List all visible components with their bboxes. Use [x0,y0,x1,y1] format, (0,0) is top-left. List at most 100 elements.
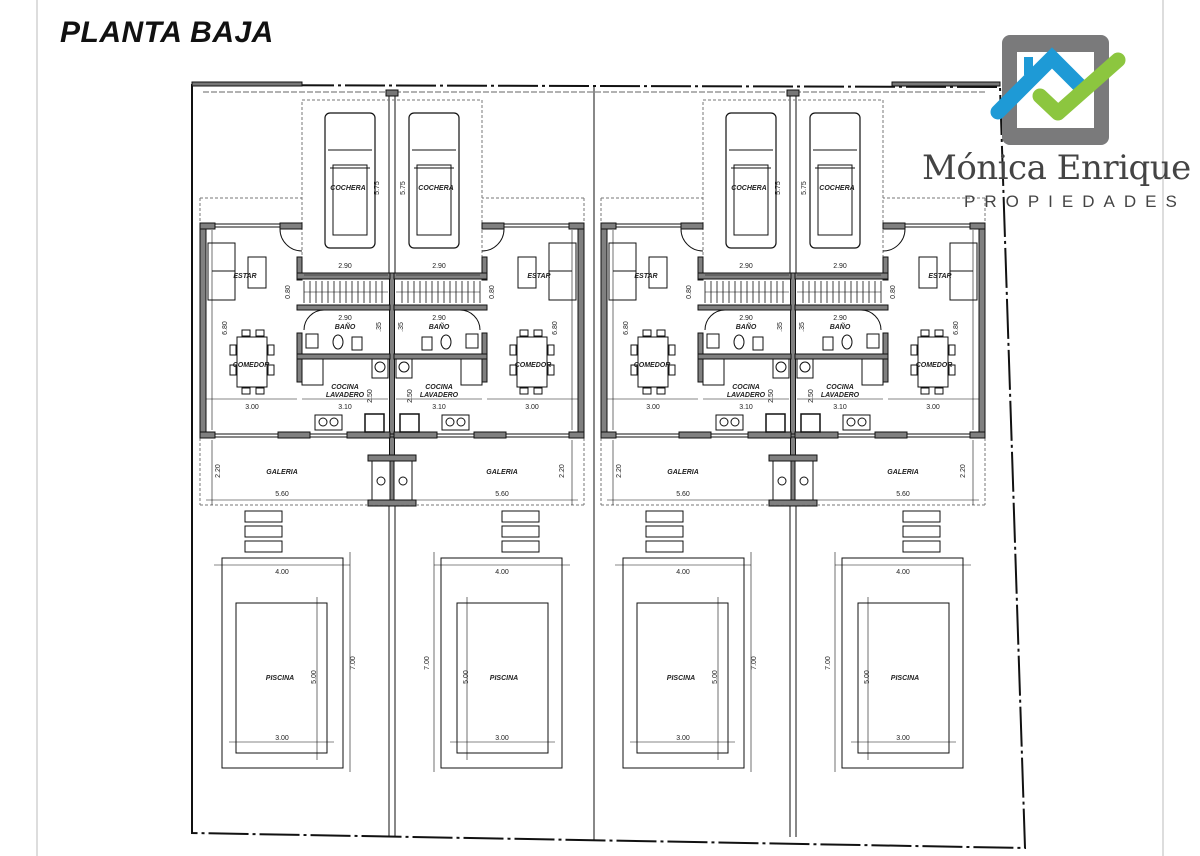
dim-bath-depth: .35 [376,322,383,332]
label-bath: BAÑO [429,322,450,331]
toilet [841,334,853,350]
dim-kitchen-depth: 2.50 [768,389,775,403]
dining-table [637,336,669,388]
chair [910,344,918,356]
interior-wall [882,256,889,281]
chair [547,364,555,376]
chair [948,364,956,376]
washbasin [465,333,479,349]
label-laundry: LAVADERO [420,392,459,399]
coffee-table [918,256,938,289]
dim-gallery-depth: 2.20 [559,464,566,478]
pool-step [244,540,283,553]
chair [241,387,251,395]
chair [630,364,638,376]
dim-pool-outer-width: 4.00 [275,569,289,576]
car-cabin [733,164,769,236]
dim-bath-width: 2.90 [833,315,847,322]
chair [910,364,918,376]
bidet [752,336,764,351]
pool-step [244,525,283,538]
grill-wall [768,499,818,507]
grill-circle [376,476,386,486]
laundry-drain [398,361,410,373]
toilet [440,334,452,350]
chair [934,387,944,395]
laundry-drain [775,361,787,373]
dim-pool-inner-width: 3.00 [676,735,690,742]
grill [371,460,391,501]
dim-pool-inner-length: 5.00 [311,670,318,684]
exterior-wall [199,222,207,439]
dim-bath-depth: .35 [398,322,405,332]
wall [969,431,986,439]
stair-wall [794,272,889,280]
wall-cap [786,89,800,97]
grill-circle [398,476,408,486]
interior-wall [697,256,704,281]
label-kitchen: COCINA [425,384,453,391]
wall [199,431,216,439]
grill-circle [799,476,809,486]
laundry-drain [799,361,811,373]
coffee-table [247,256,267,289]
dim-garage-width: 2.90 [432,263,446,270]
dining-table [236,336,268,388]
sink-bowl [846,417,856,427]
wall [747,431,792,439]
dim-garage-width: 2.90 [338,263,352,270]
pool-step [902,510,941,523]
wall [279,222,303,230]
chair [267,344,275,356]
dim-kitchen-width: 3.10 [833,404,847,411]
sink-bowl [329,417,339,427]
stair-wall [697,304,792,311]
label-pool: PISCINA [266,675,294,682]
chair [642,387,652,395]
pool [636,602,729,754]
coffee-table [517,256,537,289]
door-swing [860,309,882,331]
chair [255,387,265,395]
stove [765,413,786,433]
counter [702,358,725,386]
wall [277,431,311,439]
label-kitchen: COCINA [826,384,854,391]
bath-wall [794,353,889,360]
toilet [733,334,745,350]
pool-step [501,510,540,523]
pool-step [645,525,684,538]
dim-gallery-depth: 2.20 [215,464,222,478]
dim-dining-width: 3.00 [646,404,660,411]
exterior-wall [577,222,585,439]
garage-outline [702,99,884,276]
wall [568,222,585,230]
chair [934,329,944,337]
dim-dining-width: 3.00 [525,404,539,411]
chair [519,329,529,337]
dim-house-depth: 6.80 [552,321,559,335]
pool [235,602,328,754]
label-garage: COCHERA [731,185,766,192]
pool-step [501,525,540,538]
dim-pool-outer-length: 7.00 [751,656,758,670]
sink-bowl [445,417,455,427]
car-cabin [416,164,452,236]
dim-garage-depth: 5.75 [400,181,407,195]
chair [920,387,930,395]
label-gallery: GALERIA [887,469,919,476]
label-pool: PISCINA [891,675,919,682]
grill-wall [768,454,818,462]
chair [920,329,930,337]
door-swing [279,228,303,252]
chair [255,329,265,337]
label-kitchen: COCINA [331,384,359,391]
label-garage: COCHERA [819,185,854,192]
sink-bowl [318,417,328,427]
label-pool: PISCINA [667,675,695,682]
counter [301,358,324,386]
dining-table [516,336,548,388]
dim-pool-outer-length: 7.00 [424,656,431,670]
